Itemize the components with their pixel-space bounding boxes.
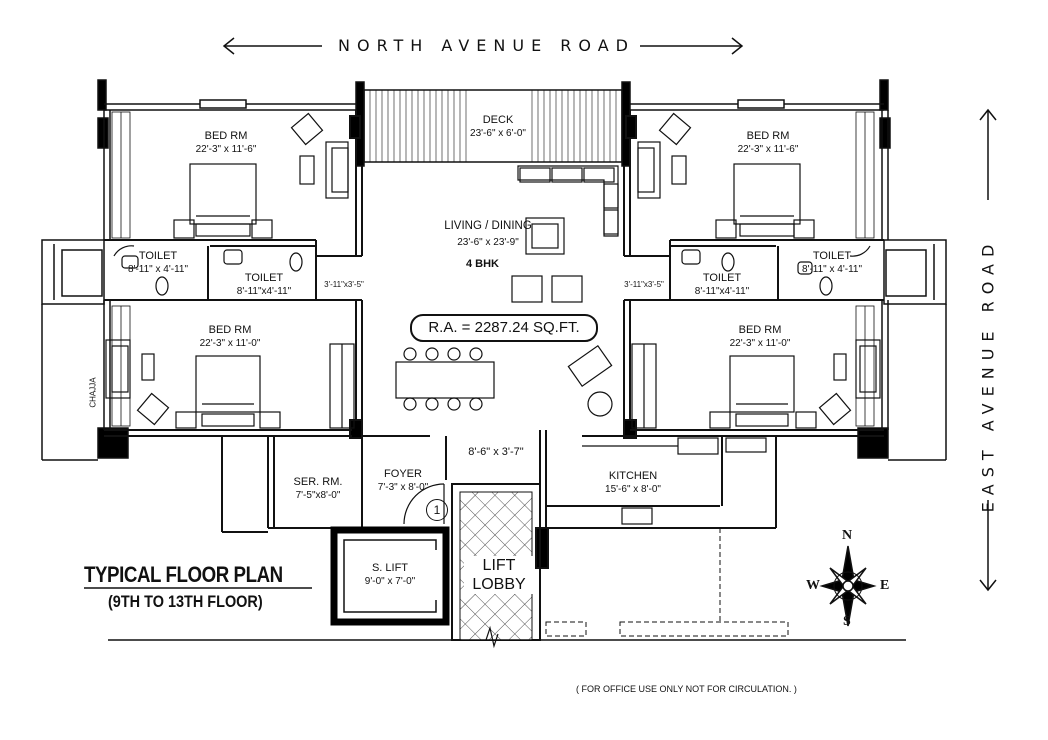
compass-rose [819, 545, 877, 627]
east-road-arrow [979, 108, 997, 592]
lift-lobby-line1: LIFT [482, 557, 516, 574]
room-dim: 23'-6" x 23'-9" [457, 237, 519, 248]
stair-outline [545, 528, 789, 637]
chajja-label: CHAJJA [88, 377, 98, 408]
room-name: KITCHEN [608, 470, 658, 482]
outer-walls [41, 79, 947, 461]
north-road-arrow [222, 37, 744, 55]
room-name: DECK [482, 114, 514, 126]
room-dim: 8'-11"x4'-11" [694, 286, 750, 297]
room-name: BED RM [208, 324, 252, 336]
room-name: TOILET [244, 272, 284, 284]
room-bed-top-right: BED RM 22'-3" x 11'-6" [718, 130, 818, 156]
compass-west: W [806, 578, 820, 593]
disclaimer-note: ( FOR OFFICE USE ONLY NOT FOR CIRCULATIO… [576, 684, 797, 694]
plan-title: TYPICAL FLOOR PLAN [84, 562, 283, 587]
room-dim: 7'-5"x8'-0" [295, 490, 341, 501]
entry-marker: 1 [426, 499, 448, 521]
room-dim: 22'-3" x 11'-6" [737, 144, 799, 155]
foyer-passage-dim: 8'-6" x 3'-7" [468, 446, 524, 458]
room-dim: 8'-11" x 4'-11" [801, 264, 863, 275]
room-foyer: FOYER 7'-3" x 8'-0" [366, 468, 440, 494]
room-toilet-left-outer: TOILET 8'-11" x 4'-11" [112, 250, 204, 276]
lift-lobby-line2: LOBBY [472, 576, 526, 593]
room-dim: 15'-6" x 8'-0" [605, 484, 661, 495]
furniture [105, 112, 881, 525]
room-name: FOYER [384, 468, 422, 480]
room-dim: 8'-11"x4'-11" [236, 286, 292, 297]
room-bed-bottom-right: BED RM 22'-3" x 11'-0" [710, 324, 810, 350]
room-bed-top-left: BED RM 22'-3" x 11'-6" [176, 130, 276, 156]
window-frames [111, 111, 875, 427]
room-name: SER. RM. [293, 476, 343, 488]
room-living: LIVING / DINING 23'-6" x 23'-9" [428, 220, 548, 249]
compass-east: E [880, 578, 890, 593]
room-toilet-left-inner: TOILET 8'-11"x4'-11" [218, 272, 310, 298]
service-lift-shaft [330, 526, 450, 626]
unit-type: 4 BHK [466, 258, 500, 270]
room-service-lift: S. LIFT 9'-0" x 7'-0" [352, 562, 428, 588]
room-dim: 23'-6" x 6'-0" [470, 128, 526, 139]
room-dim: 22'-3" x 11'-0" [199, 338, 261, 349]
room-name: BED RM [738, 324, 782, 336]
compass-north: N [842, 528, 853, 543]
room-dim: 9'-0" x 7'-0" [364, 576, 416, 587]
room-servant: SER. RM. 7'-5"x8'-0" [276, 476, 360, 502]
room-name: TOILET [812, 250, 852, 262]
plan-subtitle: (9TH TO 13TH FLOOR) [108, 592, 263, 611]
room-name: TOILET [702, 272, 742, 284]
room-name: TOILET [138, 250, 178, 262]
room-lift-lobby: LIFT LOBBY [464, 556, 534, 594]
east-road-label: EAST AVENUE ROAD [978, 237, 998, 513]
passage-left-dim: 3'-11"x3'-5" [324, 280, 364, 289]
room-name: LIVING / DINING [444, 220, 532, 232]
room-toilet-right-outer: TOILET 8'-11" x 4'-11" [786, 250, 878, 276]
room-dim: 22'-3" x 11'-6" [195, 144, 257, 155]
north-road-label: NORTH AVENUE ROAD [338, 36, 635, 55]
rera-area-badge: R.A. = 2287.24 SQ.FT. [410, 314, 598, 342]
room-name: S. LIFT [371, 562, 409, 574]
room-dim: 7'-3" x 8'-0" [377, 482, 429, 493]
room-name: BED RM [746, 130, 790, 142]
passage-right-dim: 3'-11"x3'-5" [624, 280, 664, 289]
room-name: BED RM [204, 130, 248, 142]
room-bed-bottom-left: BED RM 22'-3" x 11'-0" [180, 324, 280, 350]
room-toilet-right-inner: TOILET 8'-11"x4'-11" [676, 272, 768, 298]
room-dim: 22'-3" x 11'-0" [729, 338, 791, 349]
room-kitchen: KITCHEN 15'-6" x 8'-0" [588, 470, 678, 496]
room-dim: 8'-11" x 4'-11" [127, 264, 189, 275]
compass-south: S [843, 614, 851, 629]
room-deck: DECK 23'-6" x 6'-0" [458, 114, 538, 140]
